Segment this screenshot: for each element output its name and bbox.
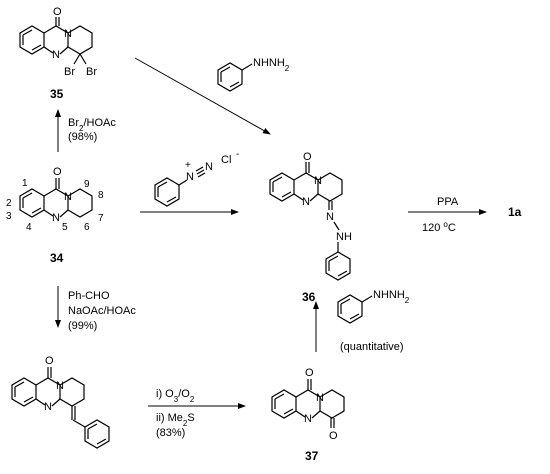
minus-charge: - xyxy=(236,149,239,160)
position-8: 8 xyxy=(98,190,104,201)
position-4: 4 xyxy=(26,222,32,233)
diazonium-structure xyxy=(154,166,206,207)
atom-n: N xyxy=(56,380,64,392)
atom-o: O xyxy=(53,6,62,18)
aldol-reagent: Ph-CHO xyxy=(68,290,110,302)
compound-label-37: 37 xyxy=(305,449,319,463)
position-7: 7 xyxy=(98,213,104,224)
aldol-yield: (99%) xyxy=(68,320,97,332)
plus-charge: + xyxy=(185,160,191,171)
position-6: 6 xyxy=(84,222,90,233)
position-1: 1 xyxy=(22,178,28,189)
ozonolysis-step-2: ii) Me2S xyxy=(156,412,195,428)
atom-o: O xyxy=(53,166,62,178)
aldol-catalyst: NaOAc/HOAc xyxy=(68,305,136,317)
phenylhydrazine-upper-label: NHNH2 xyxy=(253,57,290,73)
position-3: 3 xyxy=(6,211,12,222)
atom-br: Br xyxy=(64,66,75,78)
atom-n: N xyxy=(302,196,310,208)
compound-label-36: 36 xyxy=(302,290,316,304)
ozonolysis-yield: (83%) xyxy=(156,427,185,439)
compound-37-structure xyxy=(271,379,345,428)
atom-n: N xyxy=(304,413,312,425)
chloride: Cl xyxy=(221,154,231,166)
atom-br: Br xyxy=(86,66,97,78)
atom-o: O xyxy=(329,430,338,442)
benzylidene-structure xyxy=(11,367,110,449)
hydrazone-n: N xyxy=(326,211,334,223)
bromination-yield: (98%) xyxy=(68,131,97,143)
atom-n: N xyxy=(52,212,60,224)
hydrazone-nh: NH xyxy=(336,231,352,243)
position-5: 5 xyxy=(62,222,68,233)
compound-36-structure xyxy=(269,162,351,281)
compound-label-1a: 1a xyxy=(508,205,522,219)
position-2: 2 xyxy=(6,198,12,209)
diazonium-n1: N xyxy=(186,171,194,183)
compound-34-structure xyxy=(19,178,93,218)
phenylhydrazine-upper-structure xyxy=(217,62,253,92)
atom-n: N xyxy=(316,392,324,404)
ppa-reagent: PPA xyxy=(437,196,459,208)
atom-n: N xyxy=(314,175,322,187)
compound-35-structure xyxy=(19,17,93,65)
bromination-reagent: Br2/HOAc xyxy=(68,117,116,133)
position-9: 9 xyxy=(84,179,90,190)
ppa-temperature: 120 oC xyxy=(422,220,456,235)
compound-label-35: 35 xyxy=(50,87,64,101)
ozonolysis-step-1: i) O3/O2 xyxy=(156,388,195,404)
atom-o: O xyxy=(305,367,314,379)
atom-n: N xyxy=(64,191,72,203)
atom-n: N xyxy=(64,28,72,40)
atom-o: O xyxy=(303,151,312,163)
phenylhydrazine-lower-label: NHNH2 xyxy=(373,289,410,305)
diazonium-n2: N xyxy=(205,161,213,173)
atom-n: N xyxy=(52,49,60,61)
phenylhydrazine-lower-structure xyxy=(337,294,373,324)
compound-label-34: 34 xyxy=(50,251,64,265)
arrow-35-to-36 xyxy=(134,57,271,135)
atom-o: O xyxy=(45,355,54,367)
atom-n: N xyxy=(44,401,52,413)
hydrazine-yield: (quantitative) xyxy=(340,341,404,353)
